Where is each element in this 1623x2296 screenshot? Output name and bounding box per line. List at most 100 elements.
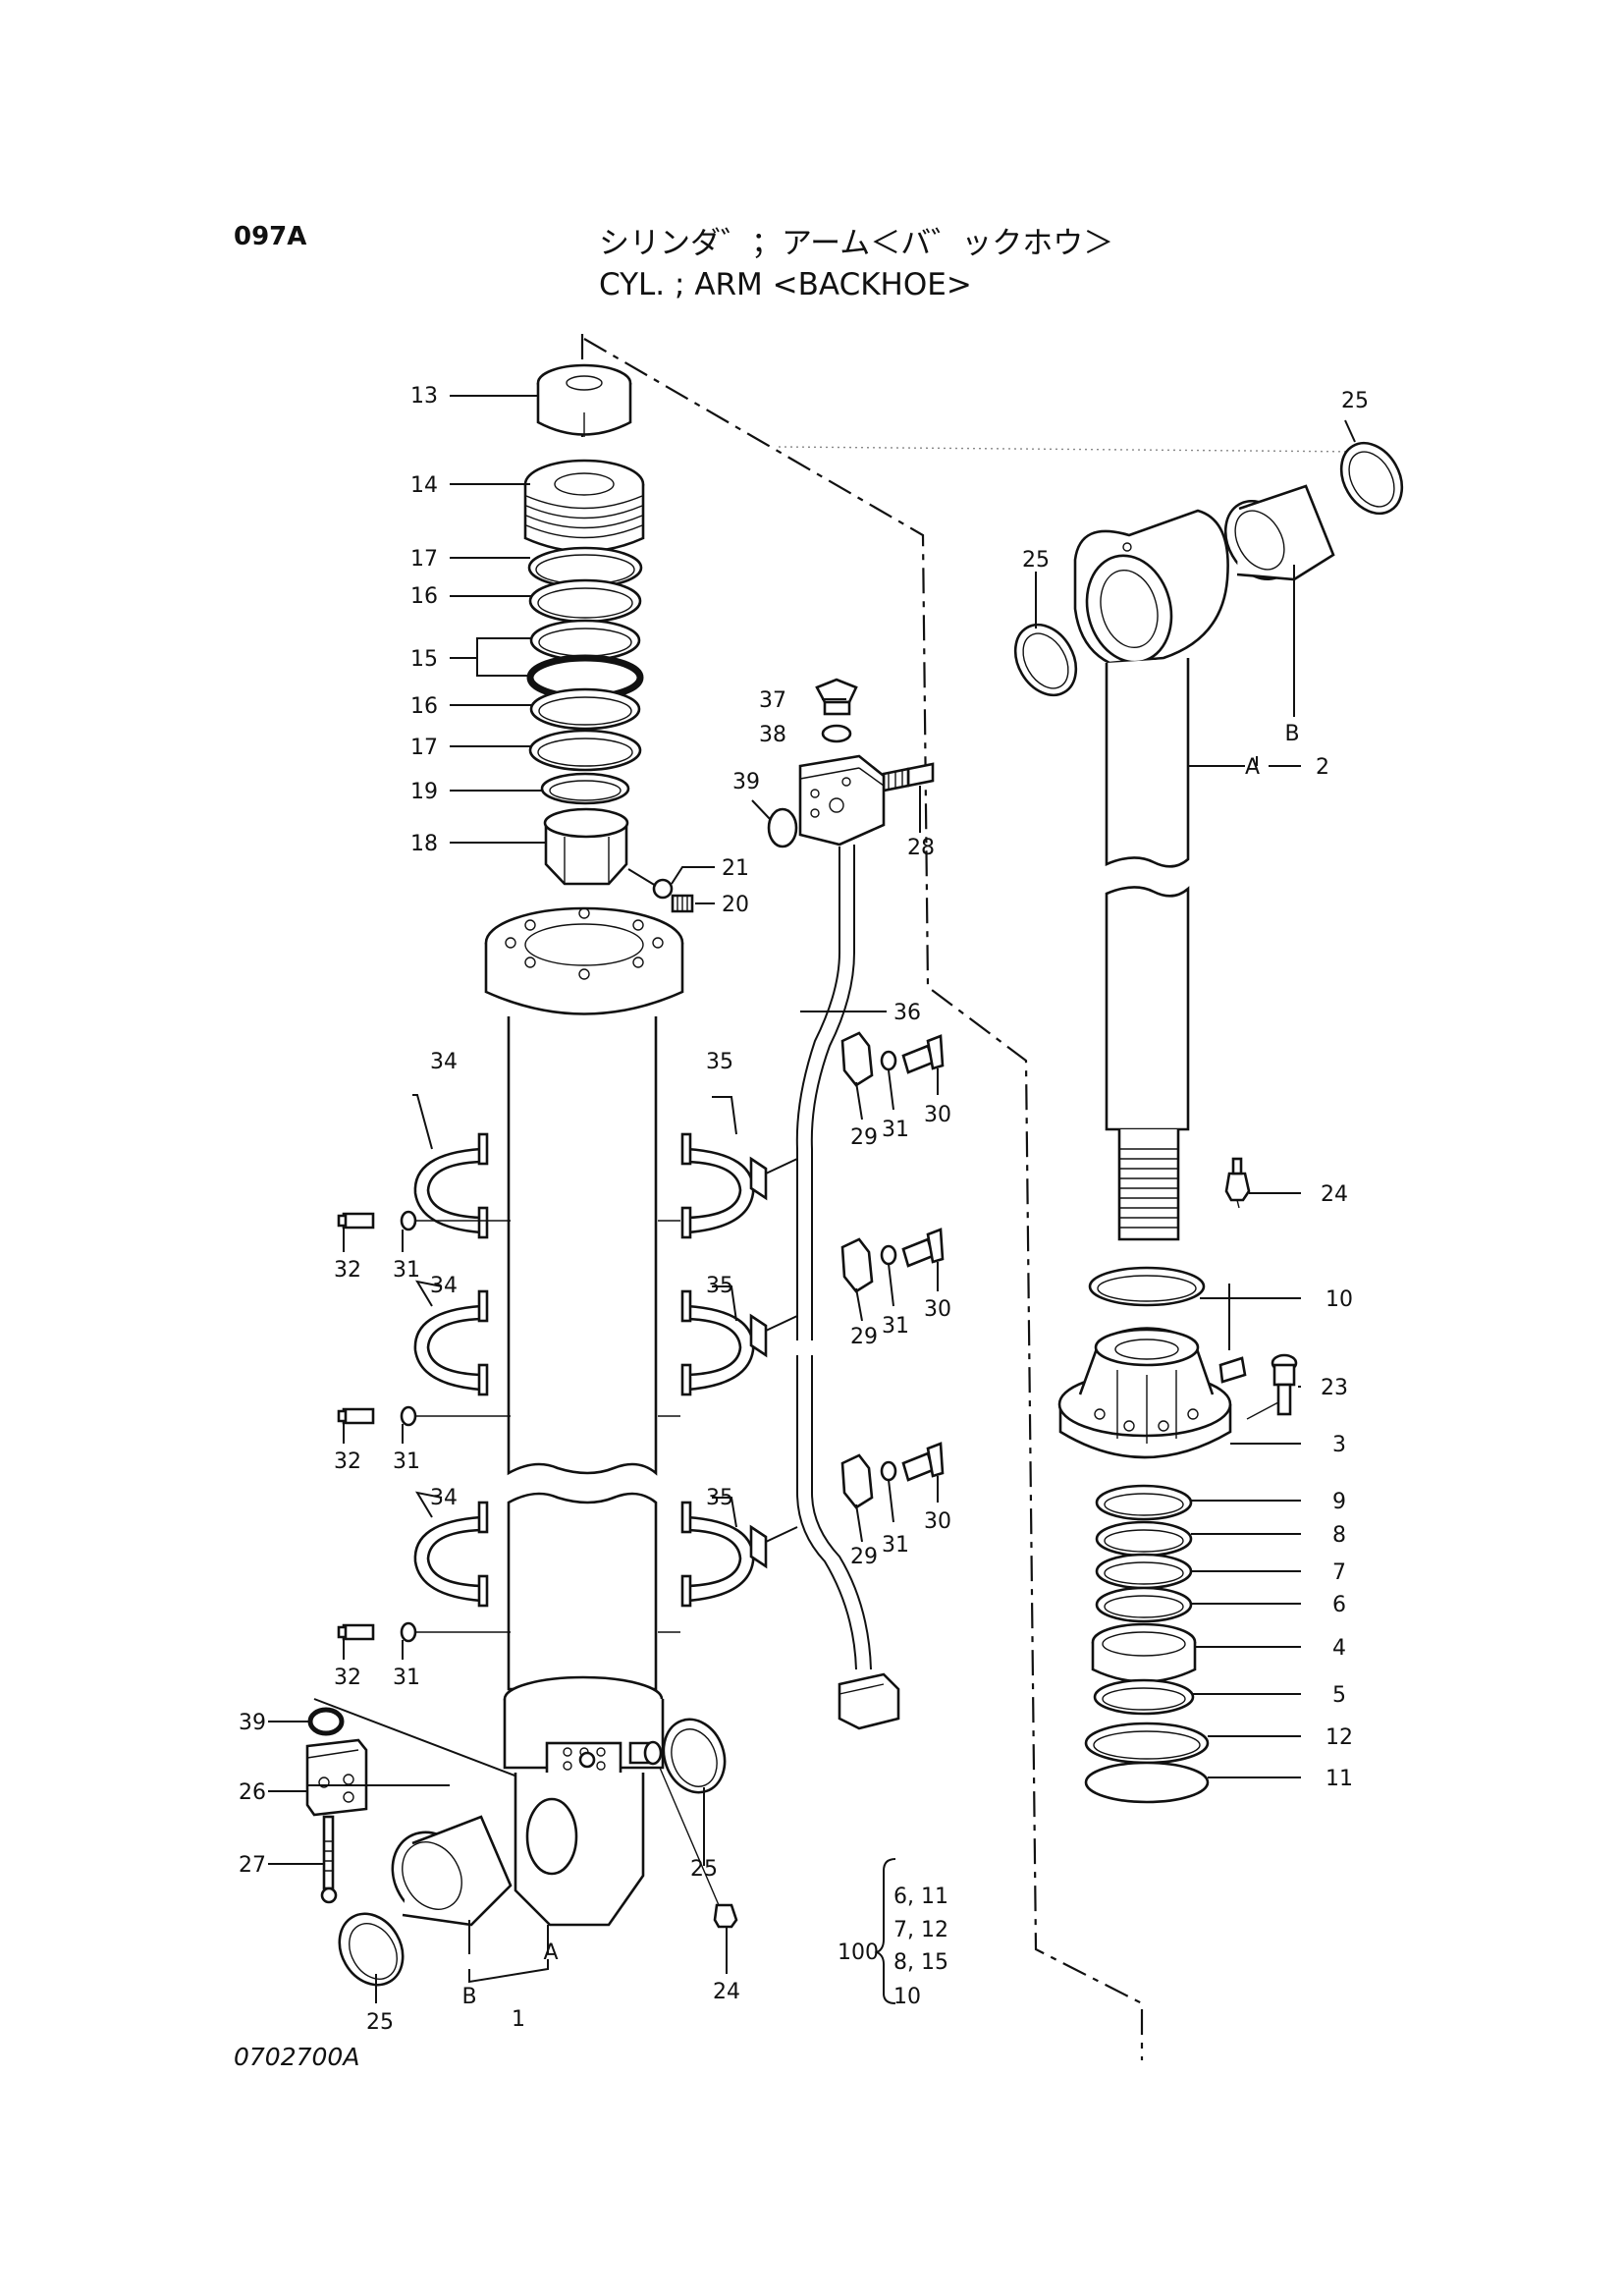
callout-35-lower: 35: [706, 1486, 733, 1510]
part-39-o-ring-top: [767, 807, 798, 848]
callout-13: 13: [410, 384, 438, 409]
part-1-cylinder-tube: [484, 906, 684, 1927]
callout-9: 9: [1332, 1490, 1346, 1514]
callout-34-lower: 34: [430, 1486, 458, 1510]
part-23-socket-screw: [1246, 1353, 1298, 1420]
callout-32-upper: 32: [334, 1258, 361, 1283]
page-code: 097A: [234, 222, 307, 251]
callout-34-upper: 34: [430, 1050, 458, 1074]
callout-12: 12: [1325, 1725, 1353, 1750]
callout-34-middle: 34: [430, 1274, 458, 1298]
callout-25-bottom-left: 25: [366, 2010, 394, 2035]
callout-16-upper: 16: [410, 584, 438, 609]
callout-16-lower: 16: [410, 694, 438, 719]
callout-31-band-upper: 31: [393, 1258, 420, 1283]
callout-labels: 1 2 3 4 5 6 7 8 9 10 11 12 13 14 15 16 1…: [239, 384, 1369, 2035]
callout-30-upper: 30: [924, 1103, 951, 1127]
part-19-ring: [540, 772, 630, 805]
part-9-ring: [1095, 1484, 1193, 1521]
callout-4: 4: [1332, 1636, 1346, 1661]
callout-14: 14: [410, 473, 438, 498]
title-japanese: シリンダ゛；アーム＜バ゛ックホウ＞: [599, 226, 1114, 261]
band-set-3: [337, 1501, 768, 1643]
kit-brace: [874, 1858, 896, 2004]
part-25-seal-right-of-tube: [662, 1718, 727, 1794]
leader-lines: [268, 395, 1356, 2003]
part-28-bolt: [882, 762, 935, 793]
callout-A-left: A: [543, 1941, 558, 1965]
callout-31-band-lower: 31: [393, 1666, 420, 1690]
part-B-bushing-right: [1223, 484, 1335, 581]
part-3-piston: [1057, 1327, 1247, 1459]
part-4-wear-ring: [1091, 1622, 1197, 1683]
title-english: CYL. ; ARM <BACKHOE>: [599, 267, 972, 302]
callout-29-middle: 29: [850, 1325, 878, 1349]
part-10-ring: [1088, 1266, 1206, 1307]
part-21-ball: [652, 878, 674, 900]
part-24-grease-fitting-right: [1224, 1157, 1251, 1209]
callout-38: 38: [759, 723, 786, 747]
part-11-ring: [1084, 1761, 1210, 1804]
kit-pair-3: 8, 15: [893, 1950, 948, 1975]
callout-23: 23: [1321, 1376, 1348, 1400]
kit-number: 100: [838, 1941, 879, 1965]
callout-3: 3: [1332, 1433, 1346, 1457]
callout-35-upper: 35: [706, 1050, 733, 1074]
callout-30-middle: 30: [924, 1297, 951, 1322]
callout-32-middle: 32: [334, 1449, 361, 1474]
part-7-ring: [1095, 1553, 1193, 1590]
part-39-o-ring-left: [307, 1707, 345, 1736]
part-14-cylinder-head: [523, 459, 645, 553]
callout-39-left: 39: [239, 1711, 266, 1735]
clamp-set-lower: [840, 1442, 945, 1509]
band-set-2: [337, 1289, 768, 1427]
clamp-set-middle: [840, 1228, 945, 1293]
part-37-plug: [815, 678, 858, 716]
callout-39-top: 39: [732, 770, 760, 794]
callout-B-left: B: [461, 1985, 476, 2009]
callout-10: 10: [1325, 1287, 1353, 1312]
callout-29-lower: 29: [850, 1545, 878, 1569]
callout-30-lower: 30: [924, 1509, 951, 1534]
kit-pair-4: 10: [893, 1985, 921, 2009]
part-8-ring: [1095, 1520, 1193, 1558]
part-2-piston-rod: [1073, 509, 1229, 1241]
callout-24-left: 24: [713, 1980, 740, 2004]
callout-11: 11: [1325, 1767, 1353, 1791]
callout-19: 19: [410, 780, 438, 804]
callout-24-right: 24: [1321, 1182, 1348, 1207]
callout-26: 26: [239, 1780, 266, 1805]
callout-31-band-middle: 31: [393, 1449, 420, 1474]
callout-35-middle: 35: [706, 1274, 733, 1298]
callout-31-pipe-lower: 31: [882, 1533, 909, 1558]
part-25-seal-left: [338, 1912, 405, 1987]
callout-25-upper-right: 25: [1341, 389, 1369, 413]
part-27-bolt: [320, 1815, 338, 1904]
kit-100-legend: 100 6, 11 7, 12 8, 15 10: [838, 1858, 948, 2009]
kit-pair-2: 7, 12: [893, 1918, 948, 1942]
callout-31-pipe-middle: 31: [882, 1314, 909, 1339]
part-26-block: [305, 1738, 368, 1817]
callout-36: 36: [893, 1001, 921, 1025]
part-36-pipe: [795, 754, 900, 1730]
kit-pair-1: 6, 11: [893, 1885, 948, 1909]
part-12-ring: [1084, 1722, 1210, 1765]
callout-18: 18: [410, 832, 438, 856]
callout-31-pipe-upper: 31: [882, 1118, 909, 1142]
callout-8: 8: [1332, 1523, 1346, 1548]
part-25-seal-upper-right: [1339, 441, 1404, 516]
drawing-number: 0702700A: [234, 2043, 360, 2071]
part-6-ring: [1095, 1586, 1193, 1623]
callout-28: 28: [907, 836, 935, 860]
dotted-reference-line: [778, 446, 1366, 453]
callout-2: 2: [1316, 755, 1329, 780]
callout-37: 37: [759, 688, 786, 713]
callout-20: 20: [722, 893, 749, 917]
callout-21: 21: [722, 856, 749, 881]
callout-25-upper-left: 25: [1022, 548, 1050, 573]
part-B-bushing-left: [391, 1815, 513, 1927]
callout-15: 15: [410, 647, 438, 672]
part-16-ring-upper: [528, 578, 642, 624]
callout-5: 5: [1332, 1683, 1346, 1708]
